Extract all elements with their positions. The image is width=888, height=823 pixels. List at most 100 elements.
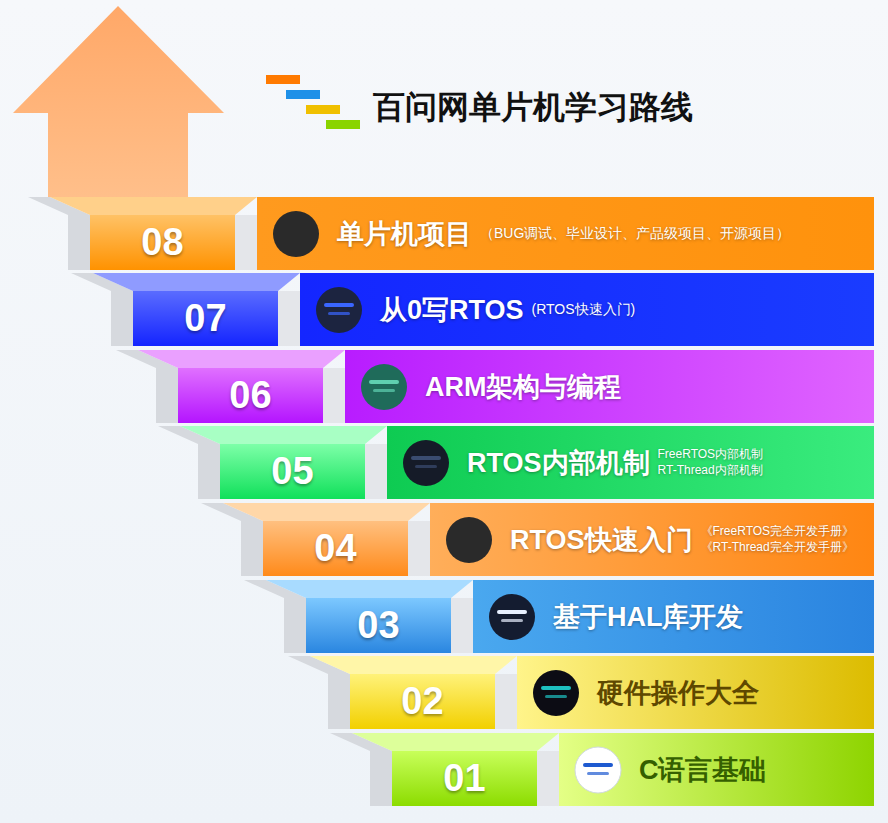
icon-circle	[446, 517, 492, 563]
step-number: 04	[314, 527, 356, 570]
step-band: 基于HAL库开发	[473, 580, 874, 653]
title-bar	[266, 75, 300, 84]
step-top	[223, 503, 430, 521]
icon-mark	[541, 686, 571, 690]
band-content: 单片机项目 （BUG调试、毕业设计、产品级项目、开源项目）	[337, 197, 790, 270]
step-number-block: 07	[133, 291, 278, 346]
step-subtitle: （BUG调试、毕业设计、产品级项目、开源项目）	[480, 225, 790, 243]
step-title: 基于HAL库开发	[553, 599, 744, 635]
diagram-title: 百问网单片机学习路线	[373, 86, 693, 130]
step-subtitle: 《RT-Thread完全开发手册》	[701, 540, 855, 555]
band-content: 基于HAL库开发	[553, 580, 744, 653]
step-number-block: 03	[306, 598, 451, 653]
icon-circle	[489, 594, 535, 640]
step-title: C语言基础	[639, 752, 767, 788]
step-number-block: 06	[178, 368, 323, 423]
step-number-block: 05	[220, 444, 365, 499]
step-number-block: 04	[263, 521, 408, 576]
step-side	[408, 521, 430, 576]
icon-mark	[583, 763, 613, 767]
step-band: 从0写RTOS (RTOS快速入门)	[300, 273, 874, 346]
icon-mark	[411, 456, 441, 460]
step-top	[93, 273, 300, 291]
icon-circle	[361, 364, 407, 410]
step-top	[50, 197, 257, 215]
step-side	[537, 751, 559, 806]
subtitle-column: FreeRTOS内部机制RT-Thread内部机制	[658, 447, 764, 478]
step-side	[451, 598, 473, 653]
step-title: 硬件操作大全	[597, 675, 759, 711]
course-icon	[359, 362, 409, 412]
step-top	[180, 426, 387, 444]
stair-step	[244, 580, 473, 653]
stair-step	[28, 197, 257, 270]
step-band: C语言基础	[559, 733, 874, 806]
step-number: 08	[141, 221, 183, 264]
step-number: 02	[401, 680, 443, 723]
title-bar	[326, 120, 360, 129]
stair-step	[71, 273, 300, 346]
icon-mark	[497, 610, 527, 614]
step-title: 单片机项目	[337, 216, 472, 252]
step-side	[495, 674, 517, 729]
icon-mark	[545, 695, 567, 698]
step-number-block: 02	[350, 674, 495, 729]
title-bar	[286, 90, 320, 99]
step-number: 01	[443, 757, 485, 800]
title-bar	[306, 105, 340, 114]
step-title: 从0写RTOS	[380, 292, 524, 328]
band-content: 从0写RTOS (RTOS快速入门)	[380, 273, 635, 346]
icon-mark	[369, 380, 399, 384]
step-number-block: 01	[392, 751, 537, 806]
stair-step	[201, 503, 430, 576]
step-subtitle: (RTOS快速入门)	[532, 301, 636, 319]
course-icon	[573, 745, 623, 795]
subtitle-column: 《FreeRTOS完全开发手册》《RT-Thread完全开发手册》	[701, 524, 855, 555]
band-content: 硬件操作大全	[597, 656, 759, 729]
course-icon	[401, 438, 451, 488]
icon-mark	[373, 389, 395, 392]
up-arrow	[13, 6, 224, 197]
icon-mark	[328, 312, 350, 315]
step-number: 06	[229, 374, 271, 417]
icon-circle	[273, 211, 319, 257]
step-side	[235, 215, 257, 270]
step-title: RTOS快速入门	[510, 522, 693, 558]
icon-mark	[501, 619, 523, 622]
step-band: RTOS快速入门《FreeRTOS完全开发手册》《RT-Thread完全开发手册…	[430, 503, 874, 576]
step-side	[278, 291, 300, 346]
stair-step	[288, 656, 517, 729]
step-number: 03	[357, 604, 399, 647]
step-band: RTOS内部机制FreeRTOS内部机制RT-Thread内部机制	[387, 426, 874, 499]
icon-circle	[533, 670, 579, 716]
icon-circle	[316, 287, 362, 333]
icon-circle	[403, 440, 449, 486]
step-subtitle: 《FreeRTOS完全开发手册》	[701, 524, 855, 539]
icon-circle	[575, 747, 621, 793]
step-band: 单片机项目 （BUG调试、毕业设计、产品级项目、开源项目）	[257, 197, 874, 270]
step-number: 07	[184, 297, 226, 340]
band-content: RTOS内部机制FreeRTOS内部机制RT-Thread内部机制	[467, 426, 763, 499]
stair-step	[116, 350, 345, 423]
step-side	[323, 368, 345, 423]
band-content: RTOS快速入门《FreeRTOS完全开发手册》《RT-Thread完全开发手册…	[510, 503, 854, 576]
step-number: 05	[271, 450, 313, 493]
step-top	[310, 656, 517, 674]
icon-mark	[587, 772, 609, 775]
course-icon	[487, 592, 537, 642]
band-content: ARM架构与编程	[425, 350, 622, 423]
step-top	[138, 350, 345, 368]
course-icon	[271, 209, 321, 259]
step-top	[266, 580, 473, 598]
step-side	[365, 444, 387, 499]
icon-mark	[324, 303, 354, 307]
step-number-block: 08	[90, 215, 235, 270]
course-icon	[444, 515, 494, 565]
stair-step	[330, 733, 559, 806]
step-top	[352, 733, 559, 751]
step-subtitle: FreeRTOS内部机制	[658, 447, 764, 462]
stair-step	[158, 426, 387, 499]
icon-mark	[415, 465, 437, 468]
step-band: ARM架构与编程	[345, 350, 874, 423]
